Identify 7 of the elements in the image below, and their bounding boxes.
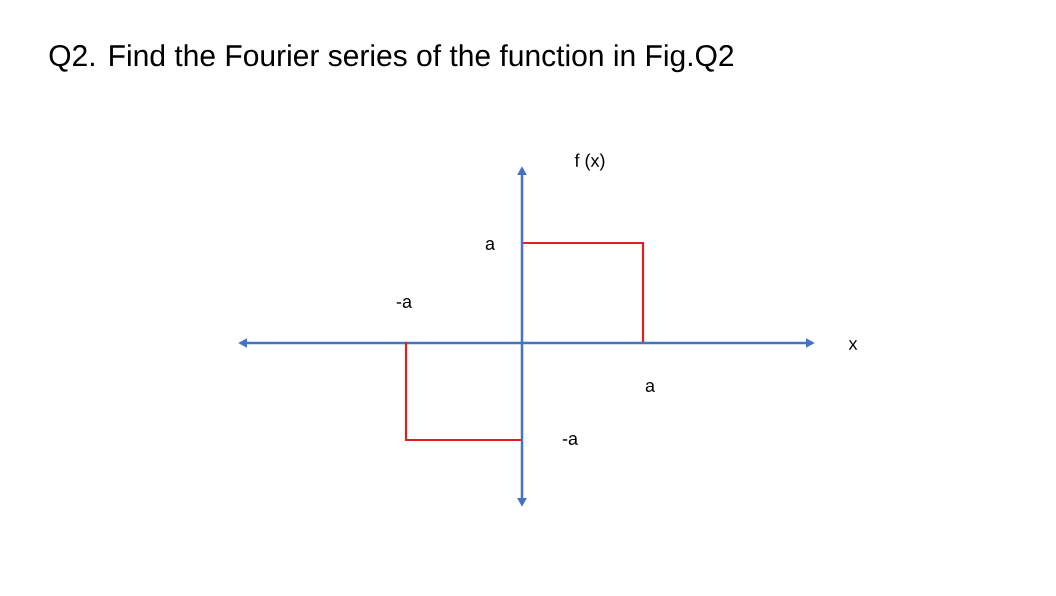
axis-label: x [848,340,858,350]
tick-label: -a [562,435,578,445]
tick-label: a [645,382,655,392]
axis-label: f (x) [574,153,605,171]
title: Q2. Find the Fourier series of the function in Fig.Q2 [49,44,734,73]
tick-label: -a [396,298,412,308]
tick-label: a [485,240,495,250]
